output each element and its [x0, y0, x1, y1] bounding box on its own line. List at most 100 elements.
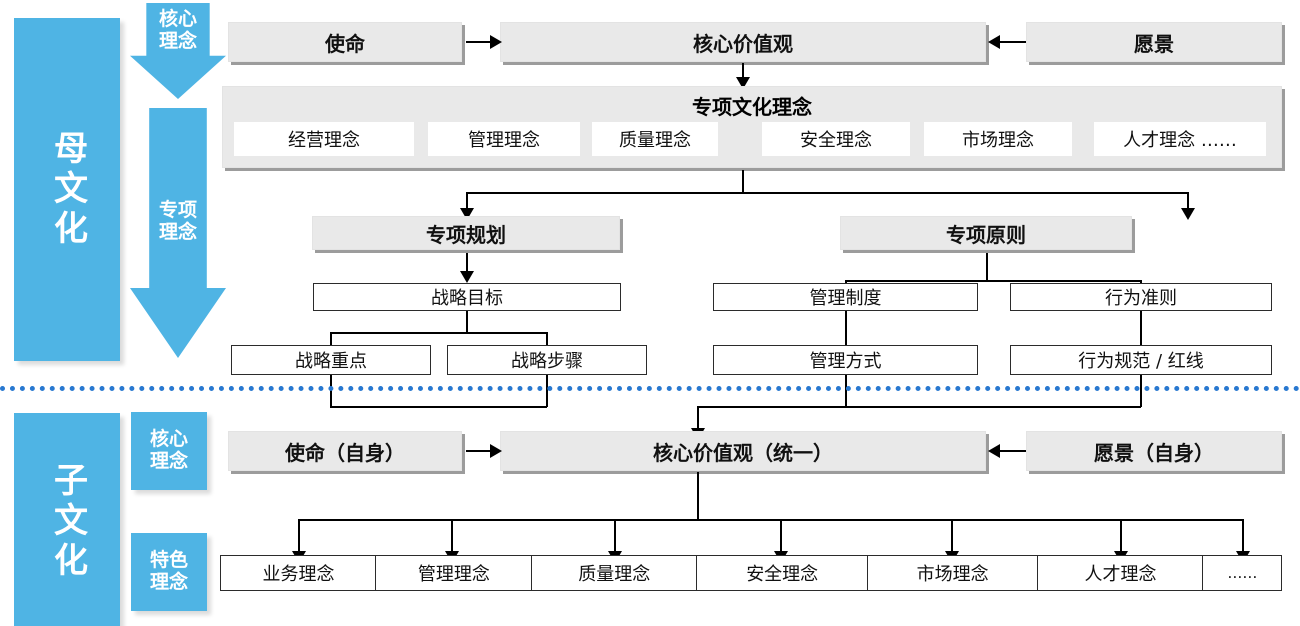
parent-strategic-goal-box[interactable]: 战略目标	[313, 283, 621, 311]
parent-mgmt-method-label: 管理方式	[809, 351, 882, 372]
connector-goal-left	[330, 332, 332, 346]
parent-stage-core-label: 核心 理念	[158, 8, 197, 52]
sub-stage-feature-label: 特色 理念	[149, 549, 188, 593]
connector-sub-feature-drop-5	[1120, 519, 1122, 553]
arrowhead-mission-to-core	[490, 35, 502, 49]
parent-principle-label: 专项原则	[946, 222, 1026, 247]
merge-bus-left	[330, 406, 547, 408]
sub-feature-item-3[interactable]: 安全理念	[696, 555, 869, 591]
sub-culture-band-label: 子文化	[47, 462, 88, 582]
merge-line-from-steps	[546, 375, 548, 407]
connector-sub-feature-drop-2	[614, 519, 616, 553]
connector-sub-feature-drop-4	[951, 519, 953, 553]
connector-mgmt-system-down	[845, 311, 847, 345]
connector-principle-stem	[986, 253, 988, 281]
connector-principle-right	[1140, 280, 1142, 283]
connector-principle-bus	[845, 280, 1141, 282]
parent-strategic-steps-label: 战略步骤	[511, 351, 583, 372]
arrowhead-to-principle	[1181, 208, 1195, 220]
parent-conduct-norm-box[interactable]: 行为规范 / 红线	[1010, 345, 1272, 375]
connector-plan-to-goal	[466, 253, 468, 273]
sub-feature-item-6[interactable]: ……	[1202, 555, 1283, 591]
sub-feature-item-2[interactable]: 质量理念	[530, 555, 698, 591]
merge-drop-right	[697, 406, 699, 430]
connector-goal-bus	[330, 332, 546, 334]
special-culture-item-2[interactable]: 质量理念	[592, 122, 718, 156]
sub-feature-item-5[interactable]: 人才理念	[1037, 555, 1204, 591]
arrowhead-core-to-special-culture	[736, 77, 750, 89]
parent-strategic-focus-label: 战略重点	[295, 351, 367, 372]
merge-bus-right	[697, 406, 1141, 408]
parent-strategic-focus-box[interactable]: 战略重点	[231, 345, 431, 375]
parent-core-values-box[interactable]: 核心价值观	[500, 22, 986, 62]
connector-goal-right	[546, 332, 548, 346]
connector-vision-to-core	[1000, 41, 1026, 43]
connector-specialculture-stem	[742, 170, 744, 193]
parent-special-culture-title: 专项文化理念	[692, 95, 812, 119]
arrowhead-plan-to-goal	[460, 271, 474, 283]
parent-principle-box[interactable]: 专项原则	[840, 216, 1132, 250]
arrowhead-to-plan	[460, 208, 474, 220]
merge-line-from-norm	[1140, 375, 1142, 407]
parent-conduct-norm-label: 行为规范 / 红线	[1078, 351, 1204, 372]
connector-sub-vision-to-core	[1000, 450, 1026, 452]
parent-vision-box[interactable]: 愿景	[1026, 22, 1282, 62]
parent-mission-box[interactable]: 使命	[228, 22, 462, 62]
arrowhead-sub-vision-to-core	[988, 444, 1000, 458]
parent-code-conduct-label: 行为准则	[1105, 288, 1177, 309]
parent-vision-label: 愿景	[1134, 31, 1174, 56]
sub-core-values-label: 核心价值观（统一）	[653, 440, 833, 465]
parent-culture-band: 母文化	[14, 18, 120, 361]
connector-sub-feature-drop-3	[780, 519, 782, 553]
special-culture-item-5[interactable]: 人才理念 ……	[1094, 122, 1266, 156]
connector-principle-left	[845, 280, 847, 283]
sub-feature-item-0[interactable]: 业务理念	[220, 555, 377, 591]
connector-core-to-special-culture	[742, 63, 744, 79]
special-culture-item-1[interactable]: 管理理念	[428, 122, 580, 156]
merge-line-from-focus	[330, 375, 332, 407]
parent-mgmt-system-label: 管理制度	[809, 288, 882, 309]
connector-sub-core-stem	[697, 472, 699, 520]
connector-sub-mission-to-core	[466, 450, 492, 452]
connector-goal-stem	[466, 311, 468, 333]
sub-core-values-box[interactable]: 核心价值观（统一）	[500, 431, 986, 471]
sub-feature-item-1[interactable]: 管理理念	[375, 555, 533, 591]
special-culture-item-0[interactable]: 经营理念	[234, 122, 414, 156]
sub-stage-core-label: 核心 理念	[149, 428, 188, 472]
connector-specialculture-bus	[466, 192, 1188, 194]
sub-vision-box[interactable]: 愿景（自身）	[1026, 431, 1282, 471]
special-culture-item-4[interactable]: 市场理念	[924, 122, 1072, 156]
parent-strategic-steps-box[interactable]: 战略步骤	[447, 345, 647, 375]
parent-mgmt-method-box[interactable]: 管理方式	[713, 345, 978, 375]
sub-mission-box[interactable]: 使命（自身）	[228, 431, 462, 471]
sub-stage-core-box: 核心 理念	[131, 412, 207, 490]
connector-sub-feature-bus	[298, 519, 1243, 521]
connector-sub-feature-drop-6	[1242, 519, 1244, 553]
parent-mgmt-system-box[interactable]: 管理制度	[713, 283, 978, 311]
sub-vision-label: 愿景（自身）	[1094, 440, 1214, 465]
sub-culture-band: 子文化	[14, 413, 120, 626]
connector-mission-to-core	[466, 41, 492, 43]
merge-line-from-method	[845, 375, 847, 407]
parent-stage-special-arrow: 专项 理念	[130, 108, 226, 358]
parent-stage-special-label: 专项 理念	[158, 199, 197, 243]
culture-divider	[0, 386, 1300, 391]
connector-sub-feature-drop-0	[298, 519, 300, 553]
sub-feature-item-4[interactable]: 市场理念	[866, 555, 1039, 591]
parent-core-values-label: 核心价值观	[693, 31, 793, 56]
parent-code-conduct-box[interactable]: 行为准则	[1010, 283, 1272, 311]
special-culture-item-3[interactable]: 安全理念	[762, 122, 910, 156]
arrowhead-sub-mission-to-core	[490, 444, 502, 458]
connector-to-plan	[466, 192, 468, 210]
sub-stage-feature-box: 特色 理念	[131, 533, 207, 611]
arrowhead-vision-to-core	[988, 35, 1000, 49]
parent-mission-label: 使命	[325, 31, 365, 56]
sub-mission-label: 使命（自身）	[285, 440, 405, 465]
parent-strategic-goal-label: 战略目标	[431, 288, 503, 309]
connector-to-principle	[1187, 192, 1189, 210]
parent-plan-label: 专项规划	[426, 222, 506, 247]
parent-plan-box[interactable]: 专项规划	[312, 216, 620, 250]
connector-sub-feature-drop-1	[451, 519, 453, 553]
connector-code-conduct-down	[1140, 311, 1142, 345]
